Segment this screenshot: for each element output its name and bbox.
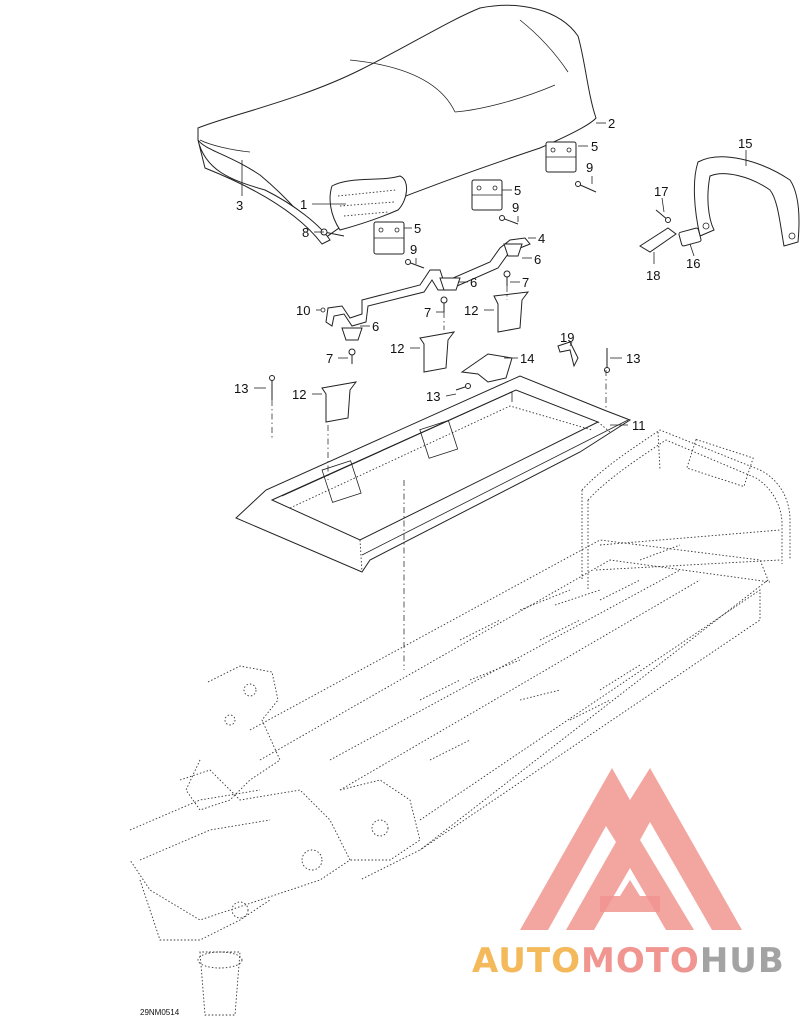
callout-8: 8: [302, 225, 309, 240]
grab-handle: [639, 156, 800, 253]
callout-17: 17: [654, 184, 668, 199]
centerlines: [271, 286, 607, 670]
fasteners: [269, 181, 671, 400]
callout-6: 6: [372, 319, 379, 334]
callout-12: 12: [292, 387, 306, 402]
callout-11: 11: [632, 418, 646, 433]
callout-15: 15: [738, 136, 752, 151]
callout-7: 7: [424, 305, 431, 320]
callout-6: 6: [470, 275, 477, 290]
callout-5: 5: [414, 221, 421, 236]
callout-18: 18: [646, 268, 660, 283]
callout-5: 5: [591, 139, 598, 154]
callout-12: 12: [464, 303, 478, 318]
callout-19: 19: [560, 330, 574, 345]
latch-rod: [325, 237, 531, 327]
watermark-logo-icon: [520, 768, 742, 930]
callout-7: 7: [522, 275, 529, 290]
callout-1: 1: [300, 197, 307, 212]
callout-9: 9: [410, 242, 417, 257]
watermark-text: AUTOMOTOHUB: [472, 941, 785, 981]
callout-3: 3: [236, 198, 243, 213]
callout-9: 9: [512, 200, 519, 215]
callout-5: 5: [514, 183, 521, 198]
callout-14: 14: [520, 351, 534, 366]
diagram-reference-code: 29NM0514: [140, 1008, 180, 1017]
callout-16: 16: [686, 256, 700, 271]
brackets: [321, 291, 530, 423]
automotohub-watermark: AUTOMOTOHUB: [472, 768, 785, 981]
rear-rack: [581, 429, 791, 590]
leader-lines: [241, 122, 747, 426]
callout-13: 13: [626, 351, 640, 366]
callout-4: 4: [538, 231, 545, 246]
storage-tray: [235, 375, 632, 573]
callout-6: 6: [534, 252, 541, 267]
seat-assembly: [197, 4, 597, 245]
chassis-tunnel: [129, 539, 771, 1016]
clips: [341, 243, 523, 341]
callout-9: 9: [586, 160, 593, 175]
callout-13: 13: [234, 381, 248, 396]
hinge-parts: [373, 141, 577, 255]
callout-labels: 1 2 3 4 5 5 5 6 6 6 7 7 7 8 9 9 9 10 11 …: [234, 116, 752, 433]
callout-7: 7: [326, 351, 333, 366]
callout-2: 2: [608, 116, 615, 131]
callout-13: 13: [426, 389, 440, 404]
support-and-hook: [460, 341, 579, 383]
callout-10: 10: [296, 303, 310, 318]
callout-12: 12: [390, 341, 404, 356]
